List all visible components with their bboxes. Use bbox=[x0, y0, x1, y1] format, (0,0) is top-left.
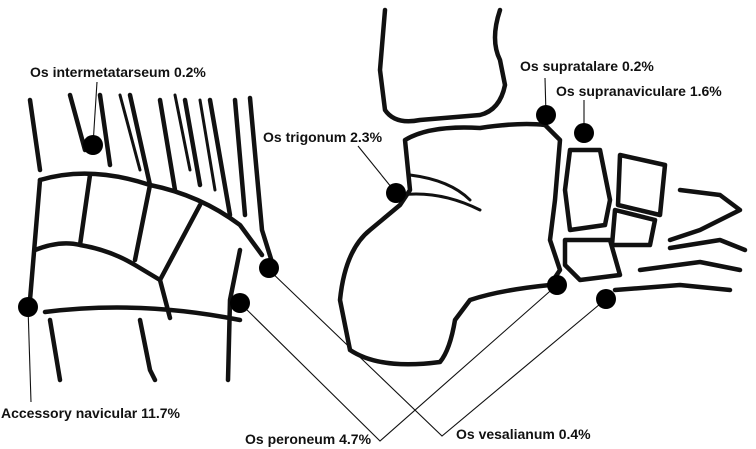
marker-trigonum bbox=[386, 183, 406, 203]
marker-vesalianum-lateral bbox=[596, 289, 616, 309]
lateral-foot-bones bbox=[337, 7, 748, 367]
label-intermetatarseum: Os intermetatarseum 0.2% bbox=[30, 64, 206, 80]
label-trigonum: Os trigonum 2.3% bbox=[263, 129, 383, 145]
label-peroneum: Os peroneum 4.7% bbox=[245, 431, 372, 447]
label-supratalare: Os supratalare 0.2% bbox=[520, 58, 654, 74]
marker-intermetatarseum bbox=[83, 135, 103, 155]
marker-supranaviculare bbox=[574, 123, 594, 143]
label-supranaviculare: Os supranaviculare 1.6% bbox=[556, 83, 722, 99]
ossicle-markers bbox=[18, 105, 616, 317]
marker-accessory-navicular bbox=[18, 297, 38, 317]
marker-vesalianum-dorsal bbox=[259, 258, 279, 278]
marker-supratalare bbox=[536, 105, 556, 125]
leader-lines bbox=[27, 77, 607, 442]
label-vesalianum: Os vesalianum 0.4% bbox=[456, 426, 591, 442]
marker-peroneum-dorsal bbox=[230, 293, 250, 313]
marker-peroneum-lateral bbox=[547, 275, 567, 295]
label-accessory-navicular: Accessory navicular 11.7% bbox=[1, 405, 181, 421]
dorsal-foot-bones bbox=[27, 92, 275, 383]
labels: Os intermetatarseum 0.2% Os supratalare … bbox=[1, 58, 722, 447]
